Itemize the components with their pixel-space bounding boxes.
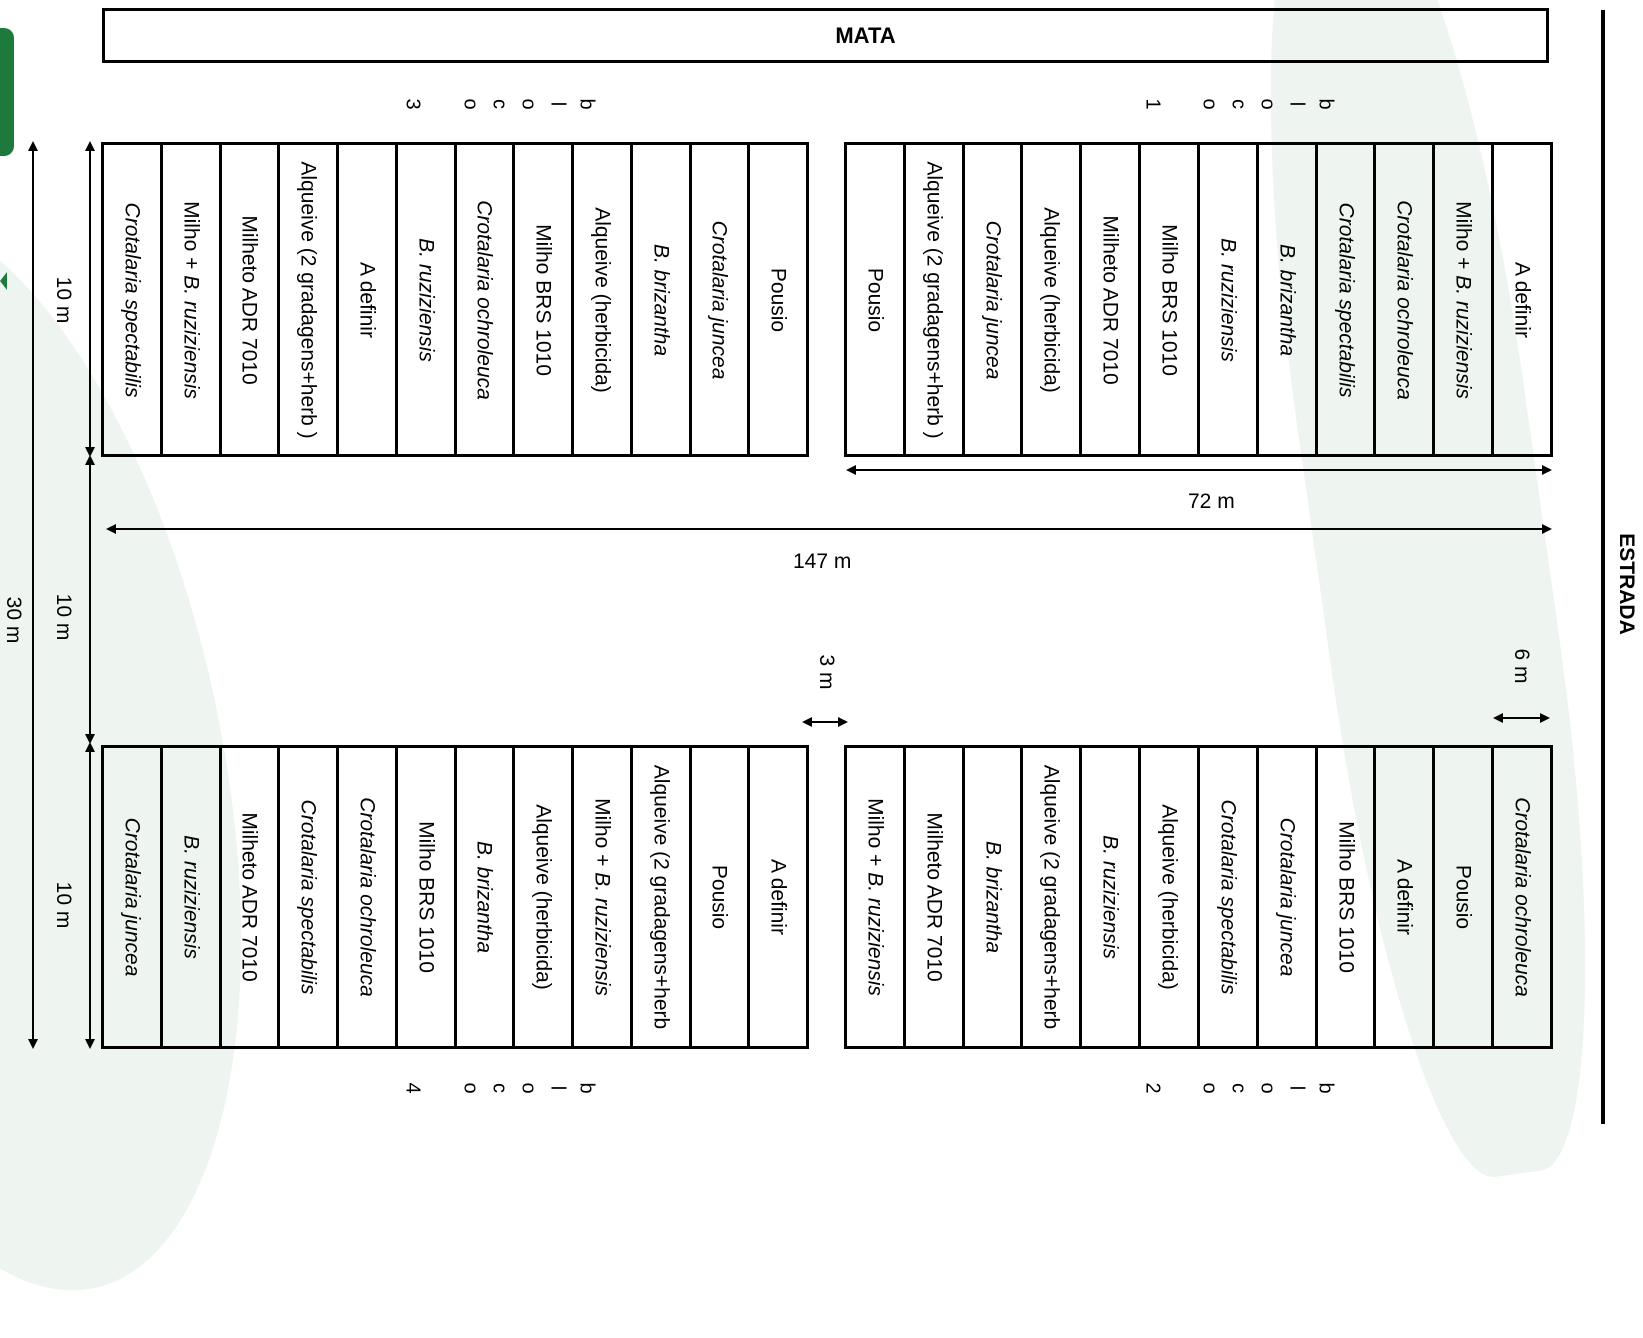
plot-cell: Milho BRS 1010: [515, 145, 574, 454]
plot-cell: Alqueive (herbicida): [574, 145, 633, 454]
block-word-letter: l: [1285, 101, 1308, 107]
plot-cell: Crotalaria juncea: [965, 145, 1024, 454]
mata-label: MATA: [835, 22, 896, 48]
plot-cell: Milho + B. ruziziensis: [847, 748, 906, 1046]
plot-cell: Alqueive (herbicida): [1141, 748, 1200, 1046]
label-3m: 3 m: [815, 654, 838, 690]
block-word-letter: c: [488, 99, 511, 109]
label-10m-mid: 10 m: [52, 593, 75, 641]
label-72m: 72 m: [1188, 490, 1235, 513]
plot-cell: Milho BRS 1010: [1141, 145, 1200, 454]
plot-cell: Alqueive (herbicida): [1023, 145, 1083, 454]
label-10m-top: 10 m: [52, 276, 75, 324]
plot-cell: Crotalaria ochroleuca: [457, 145, 516, 454]
plot-cell: Crotalaria ochroleuca: [1494, 748, 1553, 1046]
plot-cell: Alqueive (2 gradagens+herb: [633, 748, 692, 1046]
dimension-arrows: [28, 141, 1552, 1049]
plot-cell: Milho + B. ruziziensis: [1435, 145, 1495, 454]
plot-cell: A definir: [1494, 145, 1553, 454]
block-word-letter: o: [1256, 98, 1279, 110]
block-word-letter: b: [575, 1082, 598, 1094]
estrada-line: [1601, 10, 1605, 1124]
plot-cell: Crotalaria ochroleuca: [339, 748, 398, 1046]
block-word-letter: l: [1285, 1085, 1308, 1091]
plot-cell: Pousio: [692, 748, 751, 1046]
plot-cell: Milheto ADR 7010: [1082, 145, 1142, 454]
mata-label-box: MATA: [102, 8, 1549, 63]
label-30m: 30 m: [2, 596, 25, 644]
slide-accent-tab: [0, 28, 14, 156]
block-word-letter: b: [1314, 1082, 1337, 1094]
block-word-letter: o: [517, 1082, 540, 1094]
plot-cell: B. brizantha: [1259, 145, 1318, 454]
plot-cell: Alqueive (herbicida): [515, 748, 574, 1046]
plot-cell: Crotalaria spectabilis: [1200, 748, 1259, 1046]
block-number: 3: [401, 98, 424, 110]
plot-cell: B. ruziziensis: [163, 748, 222, 1046]
plot-cell: Alqueive (2 gradagens+herb ): [906, 145, 965, 454]
label-147m: 147 m: [793, 550, 852, 573]
plot-cell: Milho + B. ruziziensis: [574, 748, 633, 1046]
label-6m: 6 m: [1510, 648, 1533, 684]
block-word-letter: c: [488, 1083, 511, 1093]
block-word-letter: o: [517, 98, 540, 110]
plot-cell: Pousio: [1435, 748, 1495, 1046]
block-word-letter: l: [546, 101, 569, 107]
plot-cell: Crotalaria juncea: [104, 748, 163, 1046]
plot-cell: Milho BRS 1010: [398, 748, 457, 1046]
plot-cell: B. ruziziensis: [398, 145, 457, 454]
plot-cell: Milheto ADR 7010: [222, 145, 281, 454]
plot-cell: A definir: [339, 145, 398, 454]
block-word-letter: o: [459, 98, 482, 110]
plot-cell: Pousio: [847, 145, 906, 454]
block-word-letter: o: [1198, 1082, 1221, 1094]
plot-cell: Crotalaria spectabilis: [104, 145, 163, 454]
plot-cell: B. ruziziensis: [1082, 748, 1142, 1046]
plot-cell: A definir: [750, 748, 809, 1046]
block-number: 2: [1141, 1082, 1164, 1094]
block-word-letter: b: [575, 98, 598, 110]
plot-cell: B. brizantha: [965, 748, 1024, 1046]
plot-cell: B. brizantha: [633, 145, 692, 454]
plot-cell: Milho BRS 1010: [1318, 748, 1377, 1046]
plot-cell: Milheto ADR 7010: [222, 748, 281, 1046]
block-word-letter: o: [459, 1082, 482, 1094]
block-word-letter: o: [1198, 98, 1221, 110]
plot-cell: Pousio: [750, 145, 809, 454]
block-word-letter: c: [1227, 99, 1250, 109]
plot-cell: B. brizantha: [457, 748, 516, 1046]
block-number: 4: [401, 1082, 424, 1094]
plot-cell: Crotalaria juncea: [692, 145, 751, 454]
plot-cell: B. ruziziensis: [1200, 145, 1259, 454]
block-word-letter: b: [1314, 98, 1337, 110]
block-number: 1: [1141, 98, 1164, 110]
plot-cell: A definir: [1376, 748, 1436, 1046]
plot-cell: Crotalaria juncea: [1259, 748, 1318, 1046]
plot-cell: Milheto ADR 7010: [906, 748, 965, 1046]
plot-cell: Crotalaria spectabilis: [280, 748, 339, 1046]
block-word-letter: c: [1227, 1083, 1250, 1093]
plot-cell: Crotalaria spectabilis: [1318, 145, 1377, 454]
plot-cell: Crotalaria ochroleuca: [1376, 145, 1436, 454]
block-word-letter: o: [1256, 1082, 1279, 1094]
slide-accent-triangle: [0, 272, 7, 290]
plot-cell: Milho + B. ruziziensis: [163, 145, 222, 454]
block-word-letter: l: [546, 1085, 569, 1091]
plot-cell: Alqueive (2 gradagens+herb: [1023, 748, 1083, 1046]
plot-cell: Alqueive (2 gradagens+herb ): [280, 145, 339, 454]
label-10m-bottom: 10 m: [52, 881, 75, 929]
